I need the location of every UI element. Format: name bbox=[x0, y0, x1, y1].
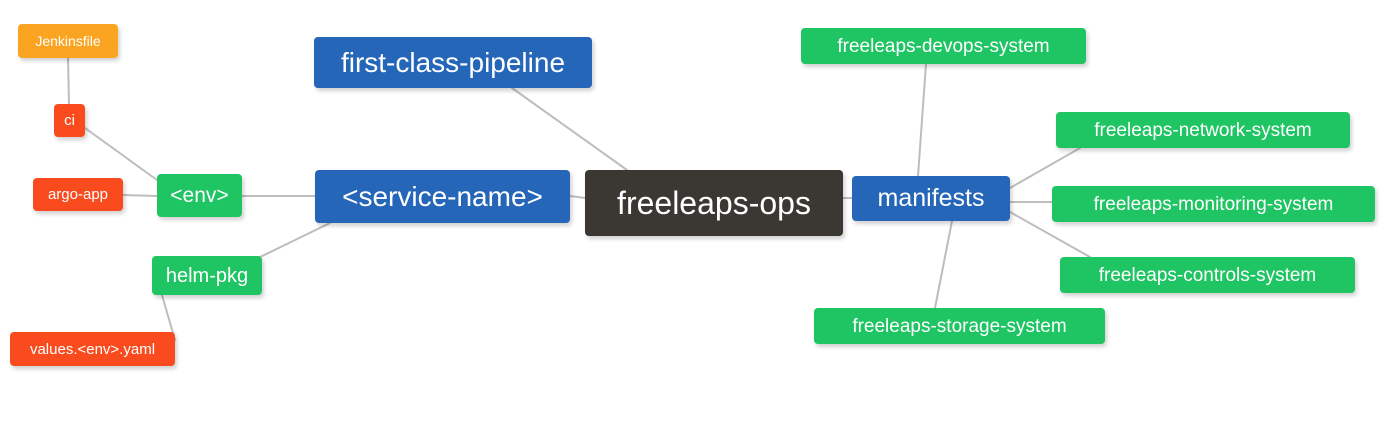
node-service-name[interactable]: <service-name> bbox=[315, 170, 570, 223]
node-label-first-class-pipeline: first-class-pipeline bbox=[340, 46, 566, 78]
node-label-ci: ci bbox=[64, 112, 75, 129]
edge-first-class-pipeline-to-freeleaps-ops bbox=[511, 87, 628, 171]
node-label-freeleaps-ops: freeleaps-ops bbox=[617, 185, 811, 221]
node-label-env: <env> bbox=[170, 184, 229, 207]
node-label-service-name: <service-name> bbox=[342, 180, 543, 212]
edge-manifests-to-freeleaps-network-system bbox=[1009, 147, 1081, 189]
node-freeleaps-ops[interactable]: freeleaps-ops bbox=[585, 170, 843, 236]
node-first-class-pipeline[interactable]: first-class-pipeline bbox=[314, 37, 592, 88]
node-freeleaps-storage-system[interactable]: freeleaps-storage-system bbox=[814, 308, 1105, 344]
node-values-env-yaml[interactable]: values.<env>.yaml bbox=[10, 332, 175, 366]
node-label-manifests: manifests bbox=[877, 184, 985, 212]
edge-ci-to-env bbox=[84, 127, 158, 181]
edge-jenkinsfile-to-ci bbox=[67, 57, 70, 105]
node-label-jenkinsfile: Jenkinsfile bbox=[35, 33, 101, 49]
edge-service-name-to-freeleaps-ops bbox=[569, 195, 586, 199]
edge-argo-app-to-env bbox=[122, 194, 158, 197]
edge-manifests-to-freeleaps-storage-system bbox=[934, 220, 953, 309]
edge-manifests-to-freeleaps-devops-system bbox=[917, 63, 927, 177]
node-label-helm-pkg: helm-pkg bbox=[165, 264, 249, 287]
node-freeleaps-monitoring-system[interactable]: freeleaps-monitoring-system bbox=[1052, 186, 1375, 222]
node-label-freeleaps-controls-system: freeleaps-controls-system bbox=[1098, 264, 1317, 286]
node-label-freeleaps-storage-system: freeleaps-storage-system bbox=[852, 315, 1067, 337]
node-freeleaps-controls-system[interactable]: freeleaps-controls-system bbox=[1060, 257, 1355, 293]
node-ci[interactable]: ci bbox=[54, 104, 85, 137]
node-argo-app[interactable]: argo-app bbox=[33, 178, 123, 211]
node-manifests[interactable]: manifests bbox=[852, 176, 1010, 221]
node-label-freeleaps-devops-system: freeleaps-devops-system bbox=[837, 35, 1050, 57]
node-label-freeleaps-monitoring-system: freeleaps-monitoring-system bbox=[1093, 193, 1334, 215]
node-helm-pkg[interactable]: helm-pkg bbox=[152, 256, 262, 295]
node-label-freeleaps-network-system: freeleaps-network-system bbox=[1094, 119, 1312, 141]
node-label-values-env-yaml: values.<env>.yaml bbox=[29, 340, 156, 358]
edge-helm-pkg-to-service-name bbox=[253, 222, 331, 261]
node-freeleaps-network-system[interactable]: freeleaps-network-system bbox=[1056, 112, 1350, 148]
node-freeleaps-devops-system[interactable]: freeleaps-devops-system bbox=[801, 28, 1086, 64]
node-jenkinsfile[interactable]: Jenkinsfile bbox=[18, 24, 118, 58]
node-env[interactable]: <env> bbox=[157, 174, 242, 217]
node-label-argo-app: argo-app bbox=[47, 186, 109, 203]
